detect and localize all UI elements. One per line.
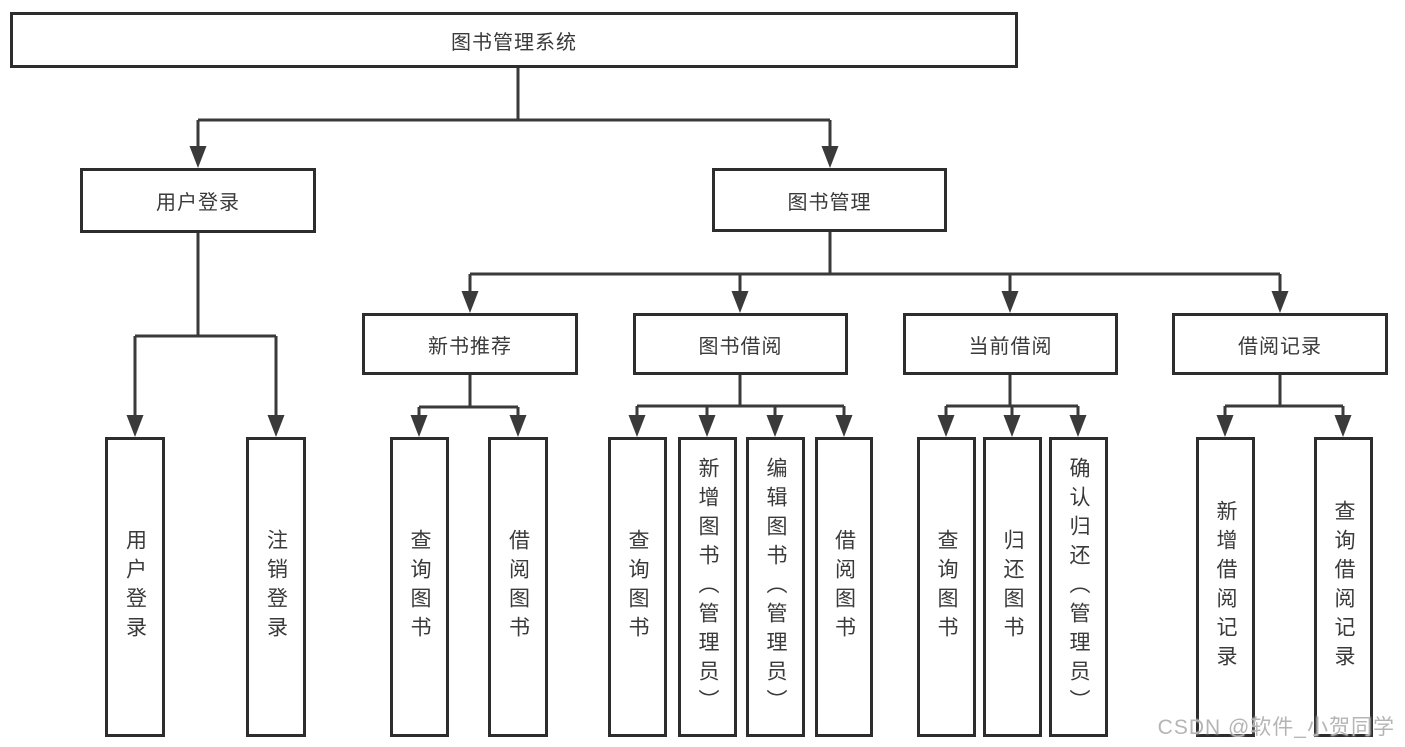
node-label: 新书推荐 xyxy=(428,335,512,358)
node-query-books-current: 查询图书 xyxy=(917,437,976,737)
csdn-watermark: CSDN @软件_小贺同学 xyxy=(1157,716,1395,739)
node-library-management-system: 图书管理系统 xyxy=(10,12,1018,68)
node-label: 图书管理 xyxy=(787,191,872,214)
node-confirm-return-admin: 确认归还（管理员） xyxy=(1049,437,1108,737)
node-label: 查询图书 xyxy=(935,529,958,645)
node-label: 借阅图书 xyxy=(506,529,530,645)
node-label: 图书借阅 xyxy=(698,335,783,358)
node-user-login: 用户登录 xyxy=(80,168,316,233)
node-label: 用户登录 xyxy=(123,529,147,645)
node-new-book-recommend: 新书推荐 xyxy=(362,313,578,375)
node-user-login-leaf: 用户登录 xyxy=(105,437,165,737)
connector-paths xyxy=(133,68,1345,420)
node-borrow-books-recommend: 借阅图书 xyxy=(488,437,548,737)
node-label: 确认归还（管理员） xyxy=(1067,456,1090,718)
node-query-books-borrowing: 查询图书 xyxy=(608,437,667,737)
node-label: 借阅图书 xyxy=(832,529,856,645)
arrowheads xyxy=(126,146,1352,437)
node-add-borrow-record: 新增借阅记录 xyxy=(1196,437,1255,737)
node-book-management: 图书管理 xyxy=(712,168,947,232)
node-label: 当前借阅 xyxy=(968,335,1053,358)
node-label: 新增借阅记录 xyxy=(1214,500,1237,674)
node-label: 注销登录 xyxy=(264,529,288,645)
node-label: 归还图书 xyxy=(1001,529,1024,645)
node-book-borrowing: 图书借阅 xyxy=(633,313,848,375)
node-return-books: 归还图书 xyxy=(983,437,1042,737)
node-query-borrow-record: 查询借阅记录 xyxy=(1314,437,1373,737)
node-label: 借阅记录 xyxy=(1238,335,1322,358)
node-add-book-admin: 新增图书（管理员） xyxy=(678,437,737,737)
node-label: 图书管理系统 xyxy=(451,31,577,54)
node-label: 编辑图书（管理员） xyxy=(764,456,787,718)
node-borrowing-records: 借阅记录 xyxy=(1172,313,1388,375)
node-label: 用户登录 xyxy=(156,192,240,214)
node-edit-book-admin: 编辑图书（管理员） xyxy=(746,437,805,737)
node-logout: 注销登录 xyxy=(246,437,306,737)
node-label: 新增图书（管理员） xyxy=(696,456,719,718)
node-borrow-books: 借阅图书 xyxy=(815,437,873,737)
node-query-books-recommend: 查询图书 xyxy=(390,437,449,737)
node-label: 查询图书 xyxy=(408,529,431,645)
node-label: 查询借阅记录 xyxy=(1332,500,1355,674)
node-label: 查询图书 xyxy=(626,529,649,645)
node-current-borrowing: 当前借阅 xyxy=(903,313,1118,375)
